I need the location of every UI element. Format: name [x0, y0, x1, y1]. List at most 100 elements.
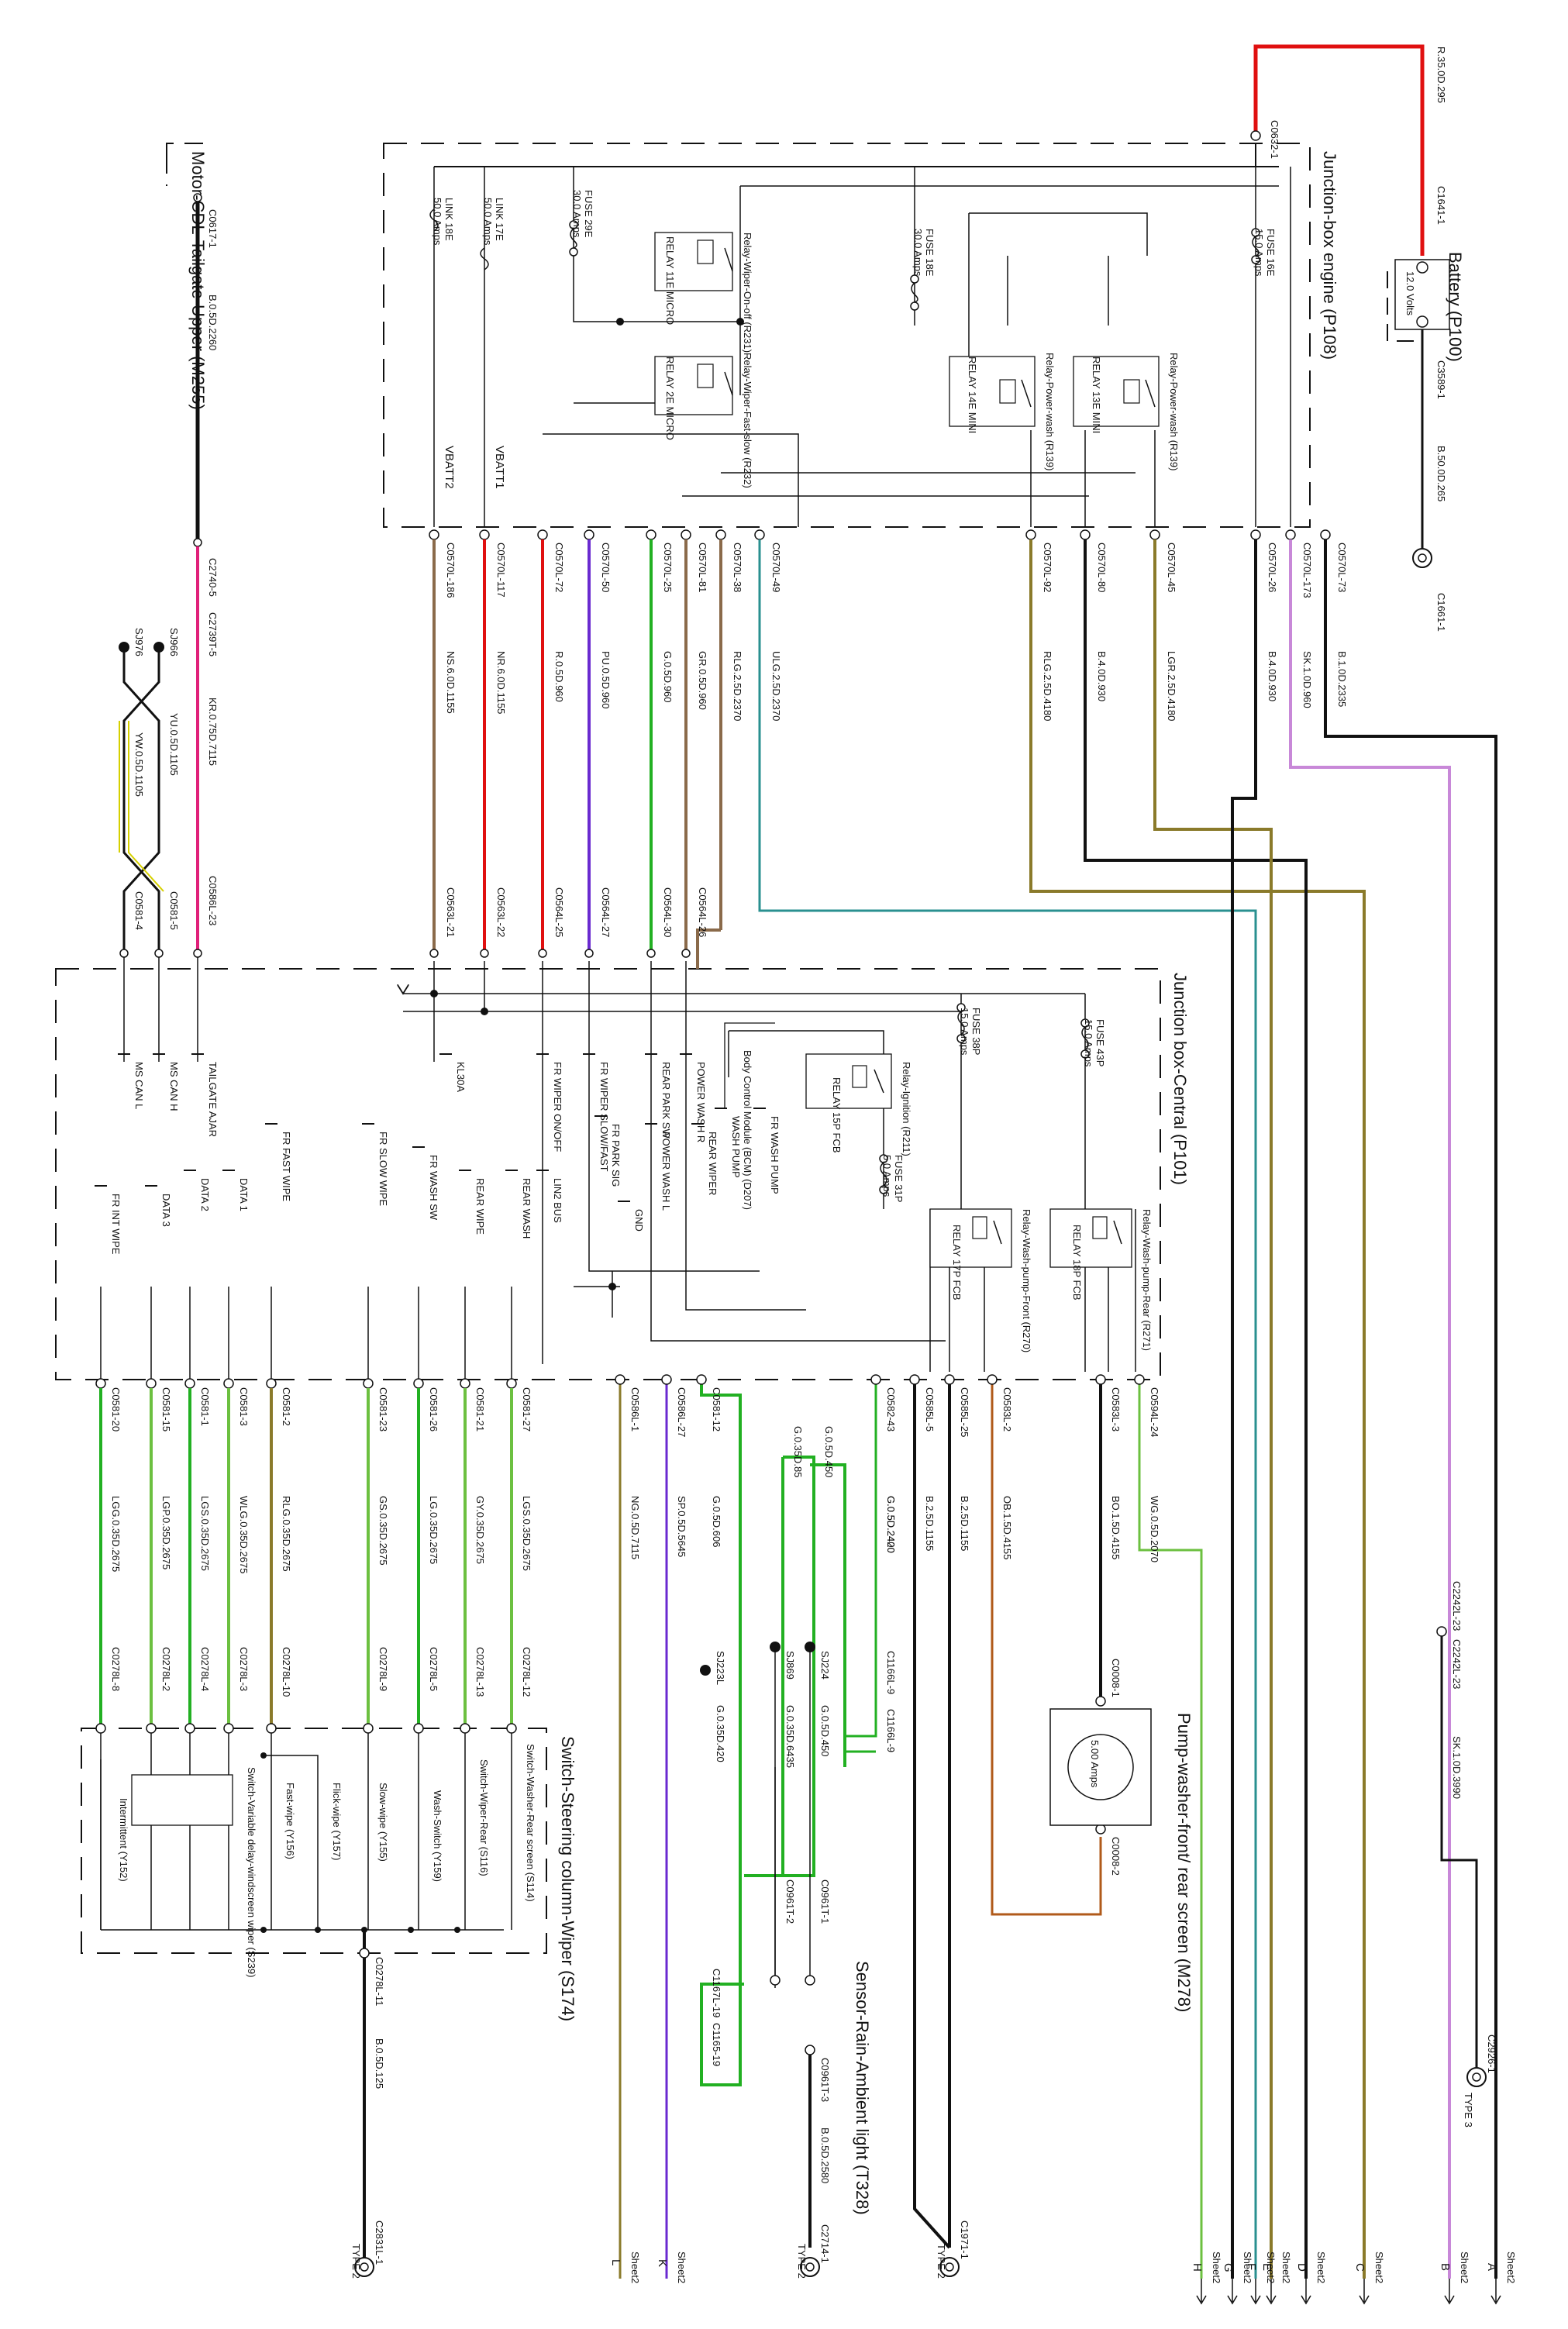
- switch-conn-label-1: C0581-15: [160, 1387, 172, 1432]
- sensor-c1: C1166L-9: [885, 1651, 897, 1694]
- engine-conn-10: [1149, 529, 1160, 540]
- switch-conn-3: [223, 1378, 234, 1389]
- sensor-gnd-conn: C2714-1: [819, 2224, 831, 2263]
- sheet-arrowhead-H: [1196, 2295, 1207, 2305]
- engine-fuse-1-rating: 50.0 Amps: [482, 198, 494, 246]
- engine-wire-10: [1153, 539, 1273, 2279]
- engine-relay-2-name: Relay-Power-wash (R139): [1044, 353, 1056, 470]
- engine-conn-label-8: C0570L-92: [1042, 543, 1053, 592]
- central-signal-23: LIN2 BUS: [552, 1178, 563, 1223]
- tailgate-sj1: SJ966: [168, 628, 180, 656]
- engine-conn-9: [1080, 529, 1091, 540]
- lower-conn-6: C0583L-2: [1001, 1387, 1013, 1432]
- central-signal-8: GND: [633, 1209, 645, 1232]
- tailgate-motor-outline: [166, 143, 205, 186]
- engine-wire-9: [1084, 539, 1308, 2279]
- engine-conn-label-3: C0570L-50: [600, 543, 612, 592]
- switch-part-7: Switch-Washer-Rear screen (S114): [525, 1744, 536, 1902]
- switch-part-6: Switch-Wiper-Rear (S116): [478, 1759, 490, 1876]
- sensor-c1b: C1166L-9: [885, 1709, 897, 1752]
- sheet-label-E: Sheet2: [1280, 2251, 1292, 2283]
- lower-conn-7: C0583L-3: [1110, 1387, 1122, 1432]
- engine-relay-2-sub: RELAY 14E MINI: [967, 357, 978, 433]
- switch-wire-label-6: LG.0.35D.2675: [428, 1496, 439, 1564]
- engine-box-title: Junction-box engine (P108): [1320, 151, 1339, 360]
- engine-wire-8: [1029, 539, 1366, 2279]
- central-fuse-0-rating: 15.0 Amps: [959, 1008, 970, 1056]
- engine-fuse-2-name: FUSE 29E: [583, 190, 594, 238]
- switch-conn-label-3: C0581-3: [238, 1387, 250, 1426]
- central-signal-4: FR WIPER ON/OFF: [552, 1062, 563, 1152]
- lower-conn-1: C0586L-27: [676, 1387, 688, 1437]
- ground-bottom-type: TYPE 2: [936, 2244, 947, 2279]
- switch-end-1: [146, 1723, 157, 1734]
- fuse-29e: [569, 220, 578, 257]
- central-box-title: Junction box-Central (P101): [1170, 973, 1190, 1185]
- sensor-s2: C0961T-2: [784, 1879, 796, 1924]
- engine-fuse-4-rating: 15.0 Amps: [1253, 229, 1265, 277]
- engine-wire-label-1: NR.6.0D.1155: [495, 651, 507, 714]
- lower-wire-5: B.2.5D.1155: [959, 1496, 970, 1551]
- engine-conn-label-2: C0570L-72: [553, 543, 565, 592]
- switch-wire-label-2: LGS.0.35D.2675: [199, 1496, 211, 1571]
- switch-conn-1: [146, 1378, 157, 1389]
- sheet-arrowhead-B: [1444, 2295, 1455, 2305]
- tailgate-sj2: SJ976: [133, 628, 145, 656]
- tailgate-end-yw: C0581-4: [133, 891, 145, 930]
- central-relay-1-name: Relay-Wash-pump-Front (R270): [1021, 1209, 1032, 1352]
- switch-ground-type: TYPE 2: [350, 2244, 362, 2279]
- steering-switch-outline: [81, 1728, 547, 1954]
- sheet-letter-B: B: [1439, 2263, 1452, 2271]
- engine-wire-11: [1231, 539, 1257, 2279]
- lower-conn-2: C0581-12: [711, 1387, 722, 1432]
- switch-ground-end: C2831L-1: [374, 2220, 385, 2265]
- switch-end-6: [413, 1723, 424, 1734]
- engine-wire-label-5: GR.0.5D.960: [697, 651, 708, 710]
- engine-wire-label-8: RLG.2.5D.4180: [1042, 651, 1053, 721]
- tailgate-wire-kr: KR.0.75D.7115: [207, 698, 219, 766]
- switch-conn-2: [184, 1378, 195, 1389]
- central-relay-2-sub: RELAY 18P FCB: [1071, 1225, 1083, 1301]
- tailgate-conn-top: C0617-1: [207, 209, 219, 248]
- central-signal-7: REAR PARK SW: [660, 1062, 672, 1139]
- engine-wire-label-9: B.4.0D.930: [1096, 651, 1108, 701]
- switch-wire-label-5: GS.0.35D.2675: [377, 1496, 389, 1566]
- splice-c1: C2242L-23: [1451, 1581, 1463, 1631]
- battery-symbol: [1394, 259, 1450, 568]
- sensor-gnd-type: TYPE 2: [796, 2244, 808, 2279]
- switch-wire-label-3: WLG.0.35D.2675: [238, 1496, 250, 1573]
- engine-conn-label-13: C0570L-73: [1336, 543, 1348, 592]
- sensor-c2b: C1165-19: [711, 2023, 722, 2066]
- sheet-letter-C: C: [1353, 2263, 1366, 2272]
- junction-box-central-outline: [55, 968, 1161, 1380]
- switch-ground-wire: B.0.5D.125: [374, 2038, 385, 2089]
- central-signal-16: DATA 2: [199, 1178, 211, 1211]
- engine-relay-1-name: Relay-Wiper-Fast-slow (R232): [742, 353, 753, 488]
- engine-conn-label-11: C0570L-26: [1266, 543, 1278, 592]
- central-signal-5: FR WIPER SLOW/FAST: [598, 1062, 610, 1172]
- switch-part-3: Flick-wipe (Y157): [331, 1783, 343, 1860]
- switch-end-label-7: C0278L-13: [474, 1647, 486, 1697]
- sensor-w3b: G.0.5D.450: [823, 1426, 835, 1478]
- battery-feed-wire: [1250, 44, 1425, 256]
- pump-c1: C0008-1: [1110, 1659, 1122, 1697]
- engine-connector-row: [429, 529, 1331, 540]
- engine-fuse-0-rating: 50.0 Amps: [432, 198, 443, 246]
- switch-conn-label-2: C0581-1: [199, 1387, 211, 1426]
- engine-end-label-4: C0564L-30: [662, 887, 674, 937]
- engine-conn-label-6: C0570L-38: [732, 543, 743, 592]
- switch-part-2: Fast-wipe (Y156): [284, 1783, 296, 1859]
- sheet-label-H: Sheet2: [1211, 2251, 1222, 2283]
- engine-relay-0-name: Relay-Wiper-On-off (R231): [742, 233, 753, 353]
- pump-title: Pump-washer-front/ rear screen (M278): [1174, 1713, 1194, 2012]
- engine-fuse-3-name: FUSE 18E: [924, 229, 936, 277]
- engine-fuse-2-rating: 30.0 Amps: [571, 190, 583, 238]
- engine-conn-7: [754, 529, 765, 540]
- central-signal-19: FR SLOW WIPE: [377, 1132, 389, 1206]
- lower-wire-6: OB.1.5D.4155: [1001, 1496, 1013, 1559]
- engine-conn-5: [681, 529, 691, 540]
- rail-vbatt1: VBATT1: [493, 446, 506, 489]
- tailgate-wire-yw: YW.0.5D.1105: [133, 732, 145, 797]
